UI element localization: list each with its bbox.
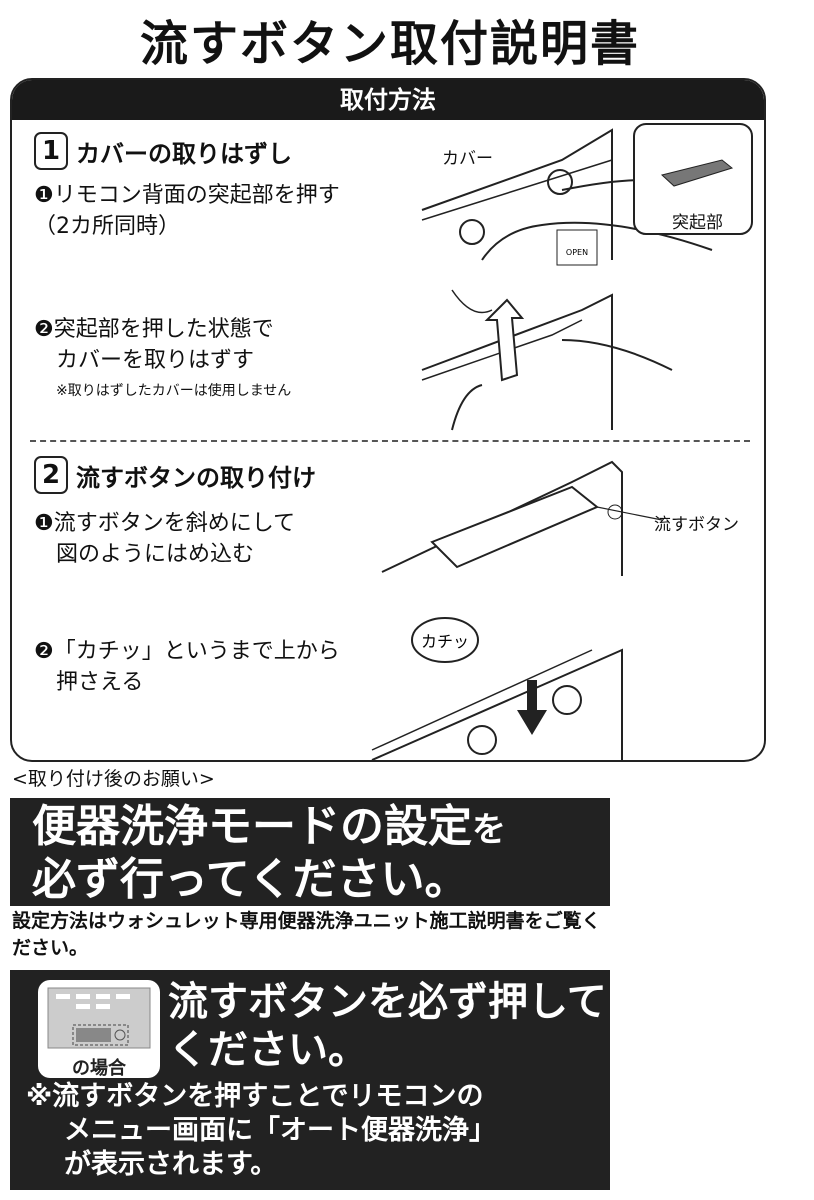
step1-item1: ❶リモコン背面の突起部を押す （2カ所同時） bbox=[34, 183, 340, 239]
divider bbox=[30, 440, 750, 442]
protrusion-label: 突起部 bbox=[672, 213, 723, 233]
button-insert-illustration bbox=[381, 460, 663, 576]
installation-section: 取付方法 1 カバーの取りはずし ❶リモコン背面の突起部を押す （2カ所同時） … bbox=[10, 78, 766, 762]
step-number: 2 bbox=[34, 456, 68, 494]
remote-case-badge: の場合 bbox=[38, 980, 160, 1079]
setting-instructions: 設定方法はウォシュレット専用便器洗浄ユニット施工説明書をご覧ください。 bbox=[12, 910, 601, 959]
step1-item2: ❷突起部を押した状態で カバーを取りはずす ※取りはずしたカバーは使用しません bbox=[34, 317, 292, 399]
press-button-message: 流すボタンを必ず押して ください。 bbox=[168, 979, 607, 1073]
page-title: 流すボタン取付説明書 bbox=[139, 16, 640, 72]
mode-setting-banner: 便器洗浄モードの設定を 必ず行ってください。 bbox=[10, 798, 610, 906]
cover-label: カバー bbox=[442, 149, 493, 169]
step1-heading: 1 カバーの取りはずし bbox=[34, 132, 292, 170]
menu-display-note: ※流すボタンを押すことでリモコンの メニュー画面に「オート便器洗浄」 が表示され… bbox=[26, 1081, 496, 1180]
button-press-illustration: カチッ bbox=[371, 617, 623, 760]
step2-heading: 2 流すボタンの取り付け bbox=[34, 456, 316, 494]
click-label: カチッ bbox=[421, 632, 469, 651]
after-install-heading: <取り付け後のお願い> bbox=[12, 768, 215, 790]
cover-lift-illustration bbox=[421, 289, 673, 431]
step-title: カバーの取りはずし bbox=[76, 139, 292, 168]
remote-control-icon bbox=[47, 987, 151, 1049]
open-label: OPEN bbox=[566, 248, 588, 257]
section-header: 取付方法 bbox=[12, 80, 764, 120]
step-title: 流すボタンの取り付け bbox=[76, 463, 316, 492]
flush-button-label: 流すボタン bbox=[654, 515, 739, 535]
step2-item2: ❷「カチッ」というまで上から 押さえる bbox=[34, 639, 340, 695]
step-number: 1 bbox=[34, 132, 68, 170]
press-button-banner: の場合 流すボタンを必ず押して ください。 ※流すボタンを押すことでリモコンの … bbox=[10, 970, 610, 1190]
step2-item1: ❶流すボタンを斜めにして 図のようにはめ込む bbox=[34, 511, 296, 567]
cover-removal-illustration: OPEN bbox=[421, 123, 753, 266]
